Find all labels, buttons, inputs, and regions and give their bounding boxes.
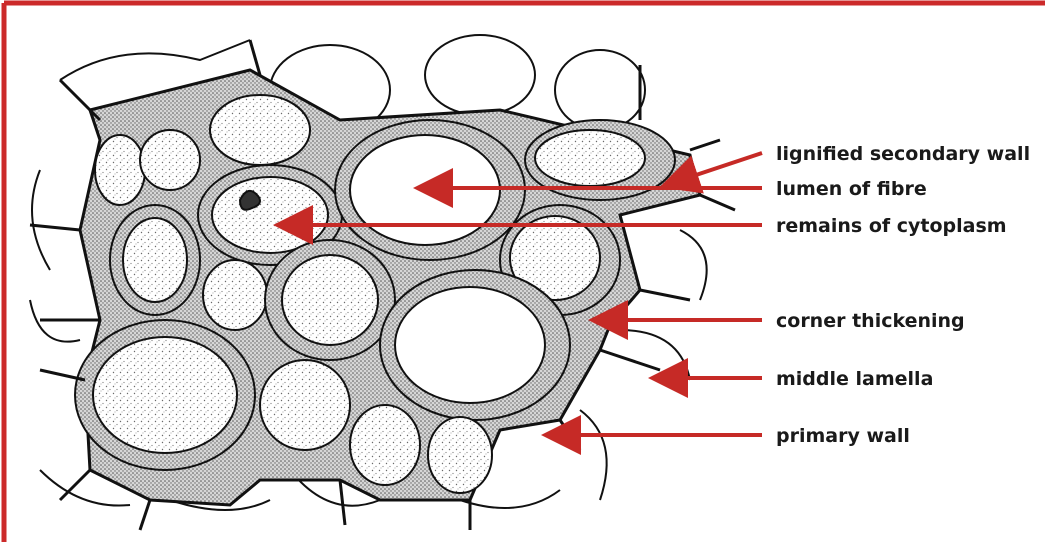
label-corner-thickening: corner thickening — [776, 310, 965, 332]
label-remains-of-cytoplasm: remains of cytoplasm — [776, 215, 1007, 237]
label-lumen-of-fibre: lumen of fibre — [776, 178, 927, 200]
label-lignified-secondary-wall: lignified secondary wall — [776, 143, 1030, 165]
label-primary-wall: primary wall — [776, 425, 910, 447]
label-middle-lamella: middle lamella — [776, 368, 933, 390]
